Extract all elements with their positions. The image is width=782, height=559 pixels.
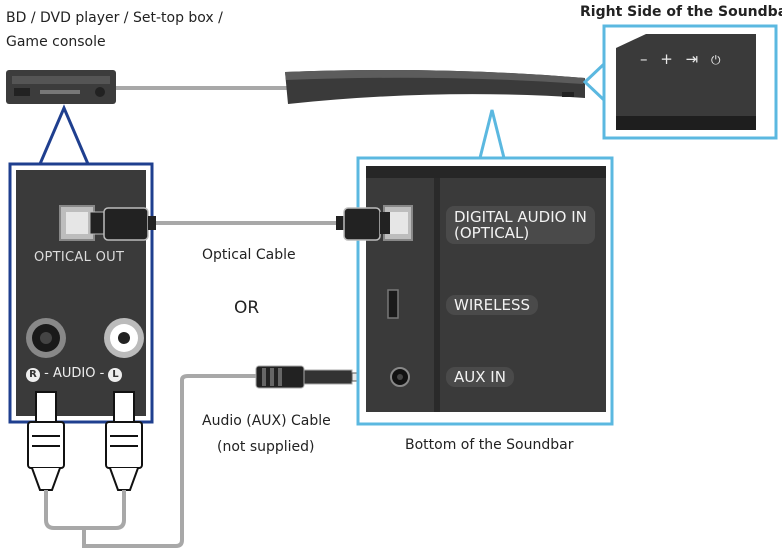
or-label: OR <box>234 298 260 318</box>
side-button-row: – + ⇥ ⏻ <box>640 50 729 68</box>
aux-in-badge: AUX IN <box>446 367 514 387</box>
rca-plug-left <box>105 391 143 491</box>
wireless-badge: WIRELESS <box>446 295 539 315</box>
side-callout-pointer <box>582 60 606 104</box>
aux-cable-note: (not supplied) <box>217 439 315 455</box>
volume-up-icon: + <box>660 50 673 68</box>
optical-plug-soundbar <box>336 207 390 241</box>
volume-down-icon: – <box>640 50 648 68</box>
optical-out-port <box>59 205 95 241</box>
soundbar-icon <box>285 70 585 104</box>
rca-jack-left <box>104 318 144 358</box>
optical-out-label: OPTICAL OUT <box>34 250 125 265</box>
rca-y-cable <box>44 490 126 530</box>
aux-cable-label: Audio (AUX) Cable <box>202 413 331 429</box>
right-side-label: Right Side of the Soundbar <box>580 4 782 20</box>
source-icon: ⇥ <box>685 50 699 68</box>
aux-cable-line <box>82 374 256 548</box>
soundbar-side-panel <box>616 34 756 130</box>
audio-label: R - AUDIO - L <box>26 366 123 382</box>
power-icon: ⏻ <box>711 53 721 67</box>
bottom-soundbar-label: Bottom of the Soundbar <box>405 437 574 453</box>
source-device-label: BD / DVD player / Set-top box / Game con… <box>6 10 223 50</box>
optical-plug-device <box>89 207 156 241</box>
rca-plug-right <box>27 391 65 491</box>
bottom-callout-pointer <box>478 109 506 159</box>
digital-audio-in-badge: DIGITAL AUDIO IN (OPTICAL) <box>446 206 595 244</box>
wireless-port <box>387 289 399 319</box>
rca-jack-right <box>26 318 66 358</box>
audio-text: - AUDIO - <box>44 366 105 381</box>
audio-right-badge: R <box>26 368 40 382</box>
aux-in-port <box>390 367 410 387</box>
device-callout-pointer <box>38 104 90 165</box>
source-device-icon <box>6 70 116 104</box>
optical-cable-label: Optical Cable <box>202 247 296 263</box>
audio-left-badge: L <box>108 368 123 382</box>
